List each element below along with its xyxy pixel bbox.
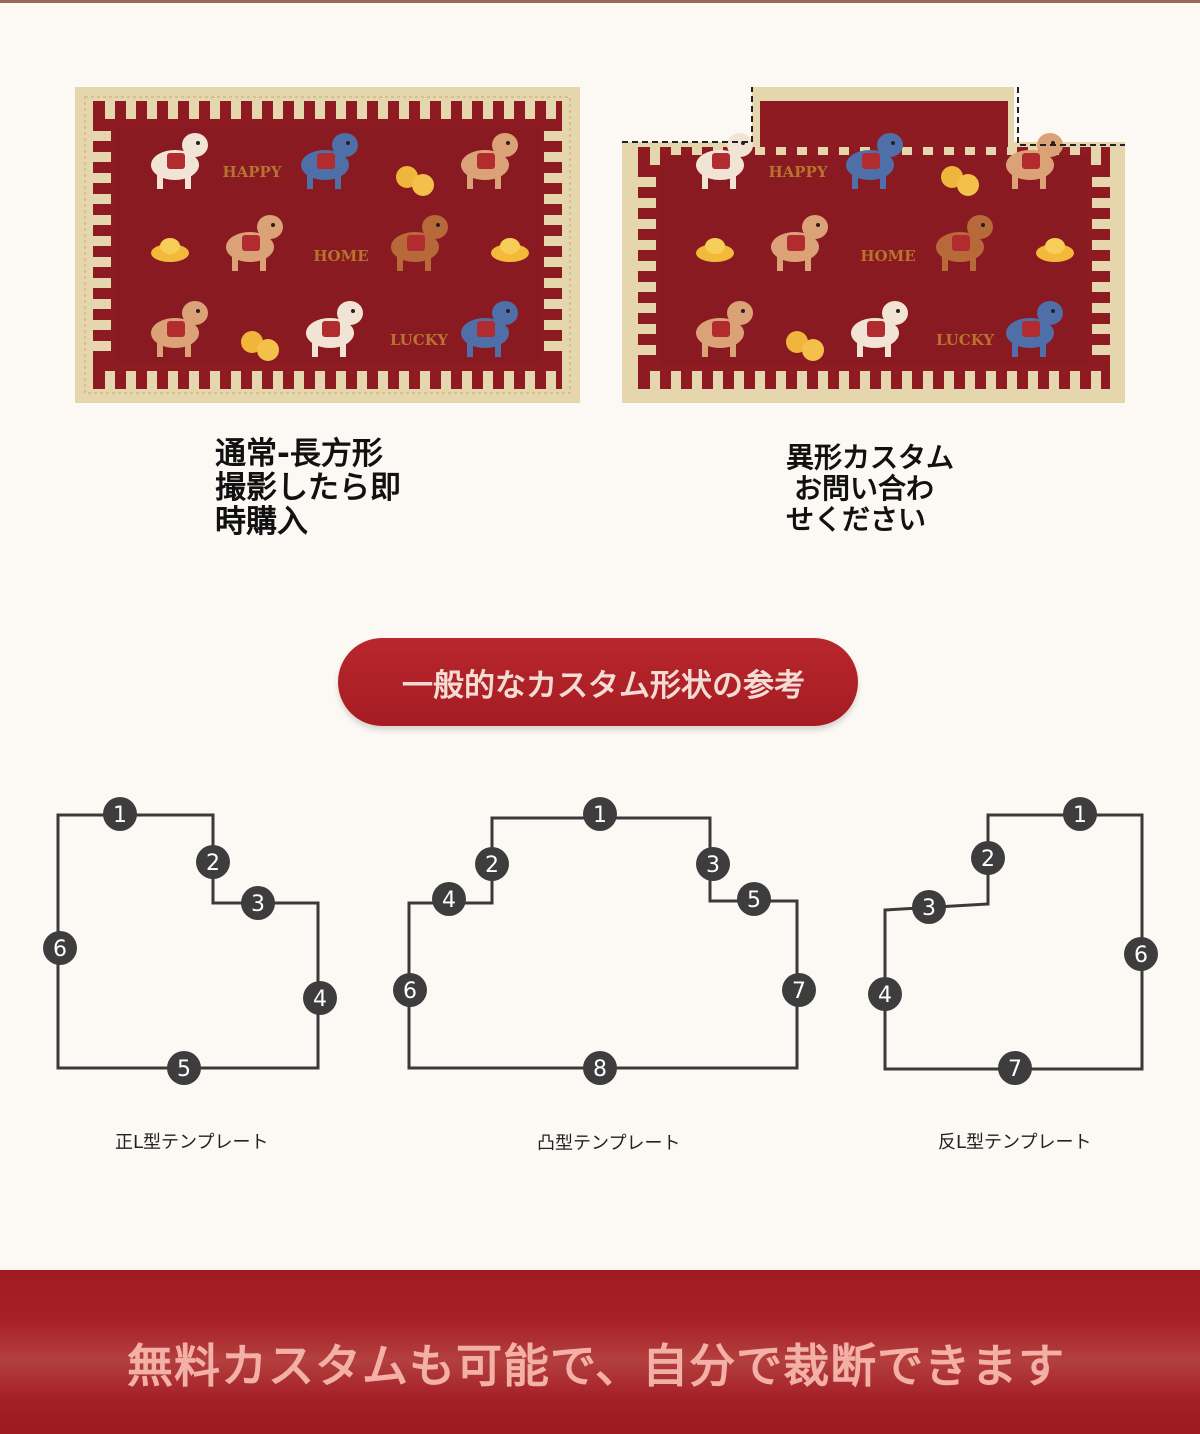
top-divider [0, 0, 1200, 3]
rug-word-home: HOME [313, 247, 368, 265]
template-marker-number: 8 [593, 1057, 607, 1082]
banner-text: 無料カスタムも可能で、自分で裁断できます [127, 1339, 1066, 1393]
template-marker-number: 2 [981, 847, 995, 872]
rug-word-lucky: LUCKY [390, 331, 448, 349]
template-marker [303, 981, 337, 1015]
shape-templates-diagram: 1 2 3 4 5 6 1 2 3 4 5 6 7 8 1 2 3 4 6 7 [43, 797, 1158, 1085]
template-marker [1124, 937, 1158, 971]
rug-word-home: HOME [860, 247, 915, 265]
rectangle-caption: 通常-長方形 撮影したら即 時購入 [215, 437, 401, 539]
template-marker-number: 3 [251, 892, 265, 917]
template-marker-number: 1 [1073, 803, 1087, 828]
reverse-l-outline [883, 813, 1144, 1071]
custom-shape-rug-image: HAPPY HOME LUCKY [620, 85, 1132, 405]
template-marker-number: 5 [177, 1057, 191, 1082]
template-marker [998, 1051, 1032, 1085]
template-marker [196, 845, 230, 879]
rectangle-rug-image: HAPPY HOME LUCKY [75, 87, 580, 403]
template-marker [971, 841, 1005, 875]
template-marker [912, 890, 946, 924]
normal-l-template-label: 正L型テンプレート [115, 1132, 269, 1153]
template-marker [432, 882, 466, 916]
rug-word-happy: HAPPY [222, 163, 281, 181]
template-marker-number: 2 [206, 851, 220, 876]
custom-shape-caption: 異形カスタム お問い合わ せください [786, 441, 955, 536]
template-marker-number: 7 [792, 979, 806, 1004]
reverse-l-template-label: 反L型テンプレート [938, 1132, 1092, 1153]
caption-line: 異形カスタム [786, 441, 955, 474]
template-marker-number: 1 [113, 803, 127, 828]
custom-shape-reference-button[interactable]: 一般的なカスタム形状の参考 [338, 638, 858, 726]
template-marker [868, 977, 902, 1011]
normal-l-outline [56, 813, 320, 1070]
caption-line: お問い合わ [794, 471, 935, 505]
template-marker [1063, 797, 1097, 831]
template-marker [241, 886, 275, 920]
caption-line: 通常-長方形 [215, 436, 383, 472]
template-marker [103, 797, 137, 831]
template-marker-number: 2 [485, 853, 499, 878]
free-custom-banner: 無料カスタムも可能で、自分で裁断できます [0, 1270, 1200, 1434]
template-marker [696, 847, 730, 881]
rug-word-lucky: LUCKY [936, 331, 994, 349]
template-marker-number: 6 [403, 979, 417, 1004]
caption-line: せください [786, 502, 927, 536]
template-marker-number: 6 [1134, 943, 1148, 968]
template-marker [475, 847, 509, 881]
template-marker-number: 3 [922, 896, 936, 921]
caption-line: 撮影したら即 [215, 470, 401, 507]
template-marker-number: 4 [313, 987, 327, 1012]
template-marker [737, 882, 771, 916]
convex-outline [407, 816, 799, 1070]
template-marker-number: 7 [1008, 1057, 1022, 1082]
caption-line: 時購入 [215, 504, 308, 541]
template-marker [167, 1051, 201, 1085]
template-marker-number: 1 [593, 803, 607, 828]
rug-word-happy: HAPPY [768, 163, 827, 181]
template-marker [43, 931, 77, 965]
template-marker [583, 797, 617, 831]
template-marker-number: 6 [53, 937, 67, 962]
convex-template-label: 凸型テンプレート [537, 1133, 681, 1154]
template-marker [583, 1051, 617, 1085]
button-label: 一般的なカスタム形状の参考 [402, 668, 805, 704]
template-marker-number: 4 [878, 983, 892, 1008]
template-marker [782, 973, 816, 1007]
template-marker-number: 3 [706, 853, 720, 878]
template-marker-number: 5 [747, 888, 761, 913]
template-marker [393, 973, 427, 1007]
template-marker-number: 4 [442, 888, 456, 913]
